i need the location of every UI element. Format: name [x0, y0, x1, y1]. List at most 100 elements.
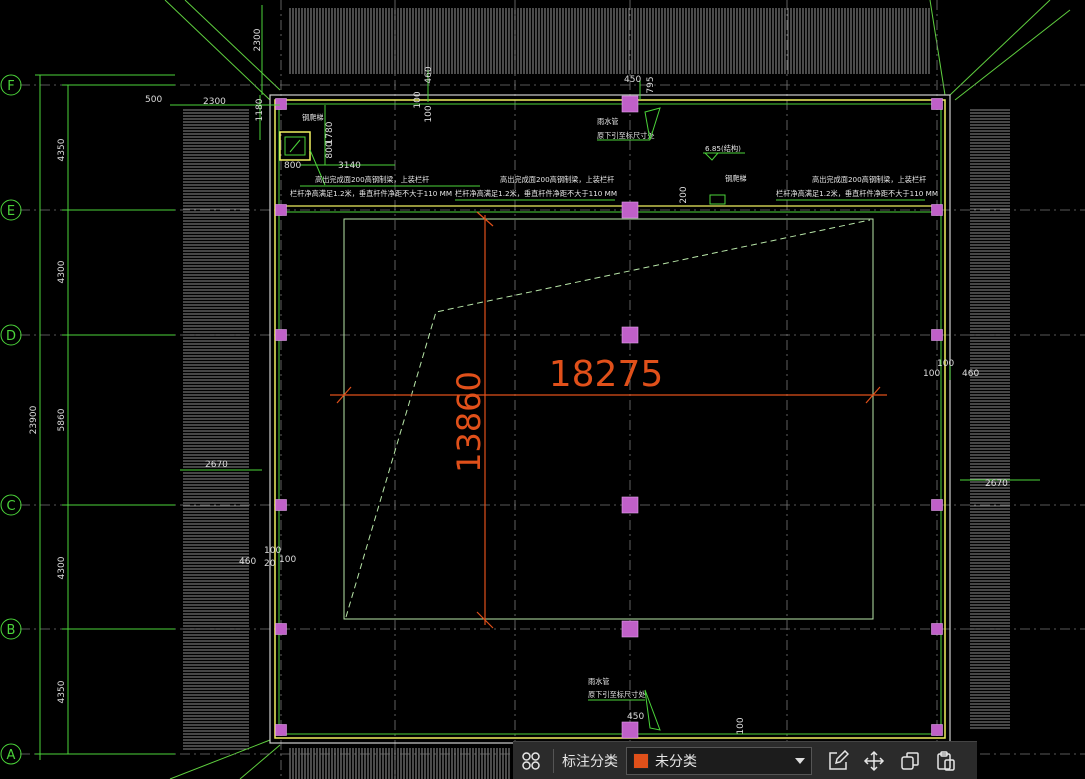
category-select[interactable]: 未分类 [626, 746, 812, 775]
axis-bubble-b: B [0, 618, 22, 640]
edit-button[interactable] [820, 743, 856, 779]
dim-795: 795 [646, 76, 656, 93]
dim-100-f: 100 [279, 555, 296, 565]
dim-2670-b: 2670 [985, 479, 1008, 489]
dim-100-e: 100 [264, 546, 281, 556]
paste-button[interactable] [928, 743, 964, 779]
column [931, 98, 943, 110]
dim-5860: 5860 [57, 408, 67, 431]
dim-500: 500 [145, 95, 162, 105]
dim-100-d: 100 [923, 369, 940, 379]
dim-460-b: 460 [962, 369, 979, 379]
copy-button[interactable] [892, 743, 928, 779]
column [275, 499, 287, 511]
dim-4300-bot: 4300 [57, 556, 67, 579]
category-selected-value: 未分类 [655, 753, 697, 770]
move-icon [863, 750, 885, 771]
dim-4350-top: 4350 [57, 138, 67, 161]
columns [275, 95, 943, 739]
toolbar-divider [553, 748, 554, 773]
dim-3140: 3140 [338, 161, 361, 171]
note-railing-label: 钢爬梯 [302, 113, 324, 122]
note-right-1: 高出完成面200高钢制梁，上装栏杆 [812, 175, 926, 184]
column [931, 204, 943, 216]
top-left-dims [170, 5, 641, 166]
dim-200: 200 [679, 186, 689, 203]
note-leaders [300, 107, 925, 731]
edit-icon [829, 749, 849, 770]
paste-icon [937, 750, 955, 771]
dim-450-a: 450 [624, 75, 641, 85]
svg-text:F: F [7, 79, 14, 94]
dim-2300-b: 2300 [203, 97, 226, 107]
dim-total-23900: 23900 [29, 405, 39, 434]
column [931, 724, 943, 736]
note-mid-2: 栏杆净高满足1.2米，垂直杆件净距不大于110 MM [455, 189, 617, 198]
roof-hatch-right [970, 109, 1010, 729]
note-downpipe-top-2: 原下引至标尺寸处 [597, 131, 655, 140]
axis-bubbles: F E D C B A [0, 74, 22, 765]
column [621, 620, 639, 638]
side-dim-labels: 100 100 460 2670 2670 460 100 20 100 450… [205, 359, 1008, 735]
axis-bubble-c: C [0, 494, 22, 516]
top-dim-labels: 2300 500 2300 1180 1780 800 800 3140 460… [145, 28, 689, 203]
note-downpipe-top-1: 雨水管 [597, 117, 619, 126]
dim-1180: 1180 [255, 98, 265, 121]
column [621, 326, 639, 344]
dim-1780: 1780 [325, 121, 335, 144]
column [275, 329, 287, 341]
dim-100-b: 100 [424, 105, 434, 122]
column [931, 329, 943, 341]
left-dim-labels: 4350 4300 5860 4300 4350 23900 [29, 138, 67, 703]
annotation-toolbar: 标注分类 未分类 [513, 741, 977, 779]
note-downpipe-bot-1: 雨水管 [588, 677, 610, 686]
dim-20: 20 [264, 559, 276, 569]
column [275, 724, 287, 736]
column [931, 499, 943, 511]
axis-bubble-d: D [0, 324, 22, 346]
dim-top-2300: 2300 [253, 28, 263, 51]
column [621, 95, 639, 113]
move-button[interactable] [856, 743, 892, 779]
measure-width-label: 18275 [549, 354, 664, 395]
axis-bubble-f: F [0, 74, 22, 96]
dim-460-a: 460 [424, 66, 434, 83]
column [275, 98, 287, 110]
note-ladder: 钢爬梯 [725, 174, 747, 183]
chevron-down-icon [795, 757, 805, 764]
svg-text:E: E [7, 204, 15, 219]
roof-hatch-left [183, 109, 249, 750]
note-downpipe-bot-2: 原下引至标尺寸处 [588, 690, 646, 699]
svg-text:C: C [6, 499, 15, 514]
right-dims [180, 365, 1040, 481]
column [621, 496, 639, 514]
measure-height-label: 13860 [450, 371, 488, 473]
axis-bubble-e: E [0, 199, 22, 221]
category-grid-button[interactable] [513, 743, 549, 779]
note-left-1: 高出完成面200高钢制梁，上装栏杆 [315, 175, 429, 184]
dim-450-b: 450 [627, 712, 644, 722]
category-label: 标注分类 [562, 753, 618, 770]
column [275, 204, 287, 216]
measure-overlay[interactable] [330, 211, 887, 629]
category-color-swatch [633, 752, 649, 769]
left-dimension-chain [35, 74, 175, 760]
dim-2670-a: 2670 [205, 460, 228, 470]
dim-4350-bot: 4350 [57, 680, 67, 703]
svg-text:A: A [7, 748, 16, 763]
dim-4300-top: 4300 [57, 260, 67, 283]
dim-100-a: 100 [413, 91, 423, 108]
note-mid-1: 高出完成面200高钢制梁，上装栏杆 [500, 175, 614, 184]
axis-bubble-a: A [0, 743, 22, 765]
note-elevation: 6.85(结构) [705, 144, 741, 153]
ladder-box [279, 131, 326, 186]
svg-text:B: B [7, 623, 16, 638]
slope-line [345, 219, 871, 618]
roof-hatch-top [289, 8, 930, 74]
dim-800: 800 [325, 141, 335, 158]
note-left-2: 栏杆净高满足1.2米，垂直杆件净距不大于110 MM [290, 189, 452, 198]
roof-hips [164, 0, 1071, 779]
roof-hatch-bottom [289, 748, 510, 779]
